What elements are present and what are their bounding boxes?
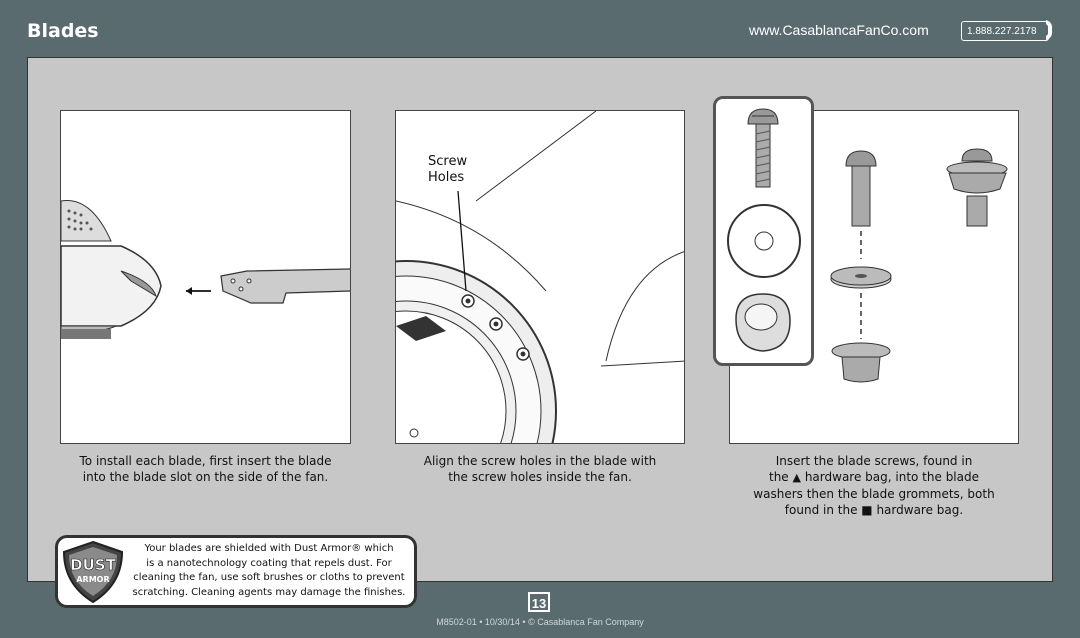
step1-caption-line1: To install each blade, first insert the … [79, 454, 332, 468]
step3-caption-line4: found in the ■ hardware bag. [729, 502, 1019, 518]
dust-armor-logo: DUST ARMOR [62, 540, 124, 604]
footer-text: M8502-01 • 10/30/14 • © Casablanca Fan C… [436, 617, 644, 627]
step2-caption-line2: the screw holes inside the fan. [448, 470, 632, 484]
phone-icon [1046, 20, 1053, 40]
page-number: 13 [528, 592, 550, 612]
step3-caption-line4-prefix: found in the [784, 503, 858, 517]
step2-illustration: Screw Holes [395, 110, 685, 444]
step3-caption-line2-prefix: the [769, 470, 789, 484]
screw-holes-label-line2: Holes [428, 170, 464, 185]
step3-caption-line1: Insert the blade screws, found in [775, 454, 973, 468]
step3-caption: Insert the blade screws, found in the ▲ … [729, 453, 1019, 518]
website-url[interactable]: www.CasablancaFanCo.com [749, 22, 929, 38]
dust-armor-line1: Your blades are shielded with Dust Armor… [144, 543, 394, 554]
fan-blade-insert-drawing [61, 200, 350, 339]
screw-holes-label-line1: Screw [428, 154, 467, 169]
dust-armor-logo-top: DUST [70, 556, 116, 574]
triangle-icon: ▲ [792, 471, 801, 484]
step3-caption-line4-suffix: hardware bag. [876, 503, 964, 517]
dust-armor-line3: cleaning the fan, use soft brushes or cl… [133, 572, 405, 583]
step2-caption-line1: Align the screw holes in the blade with [423, 454, 657, 468]
step1-caption: To install each blade, first insert the … [60, 453, 351, 485]
step1-caption-line2: into the blade slot on the side of the f… [82, 470, 329, 484]
step3-caption-line2: the ▲ hardware bag, into the blade [729, 469, 1019, 486]
step3-caption-line3: washers then the blade grommets, both [753, 487, 995, 501]
dust-armor-text: Your blades are shielded with Dust Armor… [124, 542, 414, 600]
dust-armor-logo-bottom: ARMOR [76, 575, 109, 584]
screw-washer-grommet-drawing [830, 148, 1008, 383]
page-title: Blades [27, 20, 99, 42]
square-icon: ■ [861, 503, 873, 517]
dust-armor-line2: is a nanotechnology coating that repels … [146, 557, 392, 569]
dust-armor-line4: scratching. Cleaning agents may damage t… [132, 586, 406, 598]
phone-number[interactable]: 1.888.227.2178 [961, 21, 1049, 41]
step1-illustration [60, 110, 351, 444]
step3-caption-line2-suffix: hardware bag, into the blade [804, 470, 979, 484]
step2-caption: Align the screw holes in the blade with … [395, 453, 685, 485]
screw-holes-drawing: Screw Holes [396, 111, 684, 443]
hardware-callout-drawing [727, 108, 801, 352]
hardware-callout-box [713, 96, 814, 366]
